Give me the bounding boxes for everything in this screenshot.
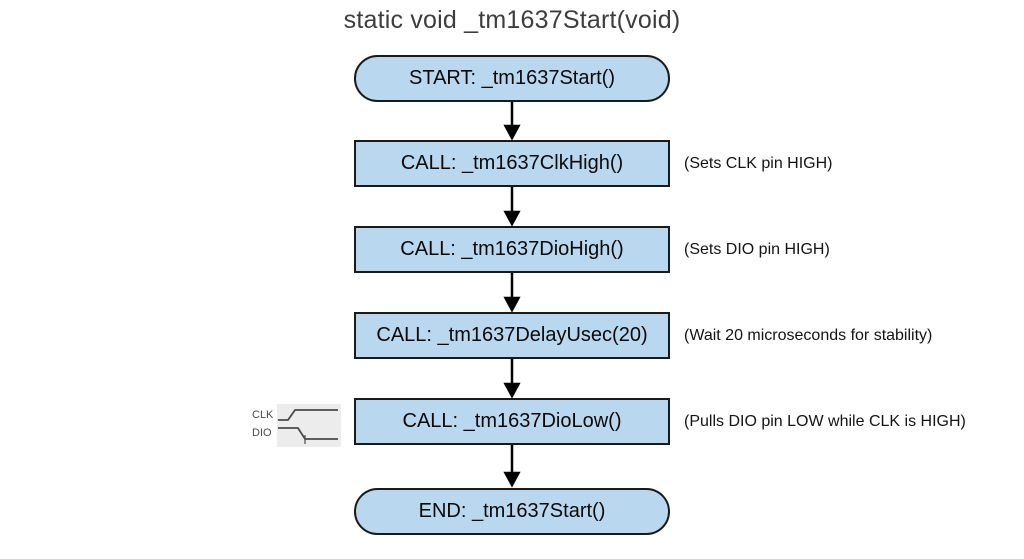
timing-panel [277, 404, 341, 447]
annotation-delayusec: (Wait 20 microseconds for stability) [684, 327, 933, 344]
flow-node-end: END: _tm1637Start() [354, 488, 670, 535]
timing-traces [278, 409, 338, 444]
flow-node-delayusec: CALL: _tm1637DelayUsec(20) [354, 312, 670, 359]
flow-node-diohigh: CALL: _tm1637DioHigh() [354, 226, 670, 273]
diagram-title: static void _tm1637Start(void) [343, 6, 681, 34]
annotation-clkhigh: (Sets CLK pin HIGH) [684, 155, 833, 172]
annotation-diohigh: (Sets DIO pin HIGH) [684, 241, 830, 258]
dio-signal-label: DIO [252, 427, 272, 439]
flow-node-diolow: CALL: _tm1637DioLow() [354, 398, 670, 445]
timing-diagram: CLK DIO [252, 402, 342, 448]
flow-node-clkhigh: CALL: _tm1637ClkHigh() [354, 140, 670, 187]
clk-signal-label: CLK [252, 409, 274, 421]
flow-node-start: START: _tm1637Start() [354, 55, 670, 102]
annotation-diolow: (Pulls DIO pin LOW while CLK is HIGH) [684, 413, 966, 430]
